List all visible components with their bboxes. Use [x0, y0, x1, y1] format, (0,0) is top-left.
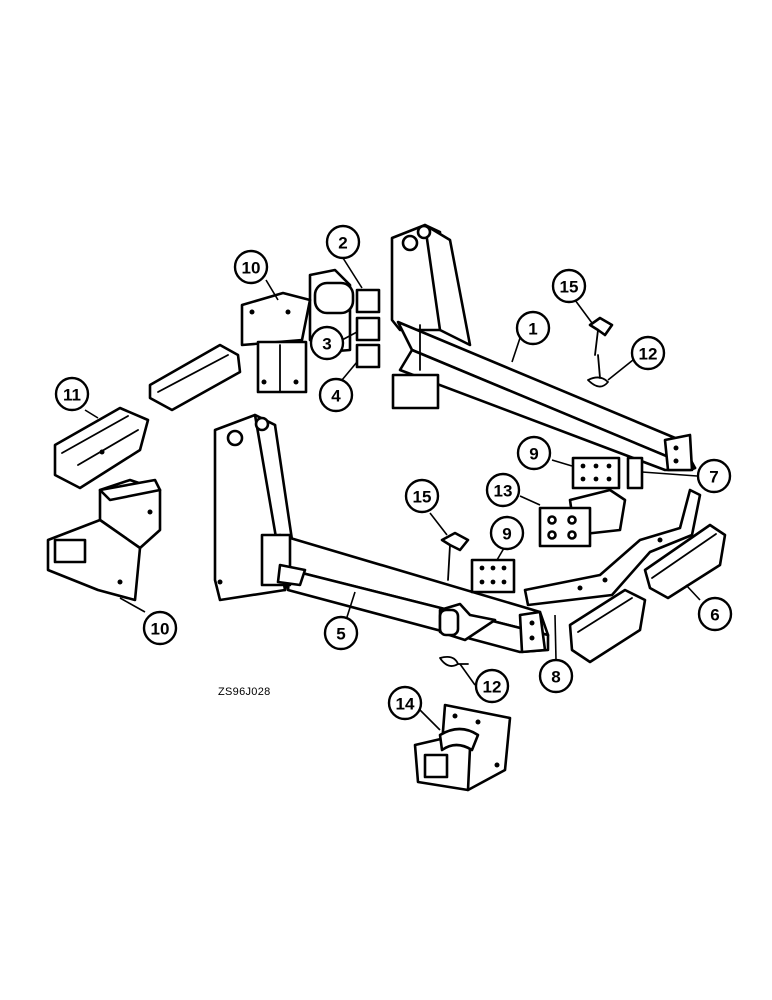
plate-part-9-mid — [470, 558, 516, 594]
callout-12-bottom: 12 — [474, 668, 510, 704]
callout-6: 6 — [697, 596, 733, 632]
frame-rail-part-5 — [213, 413, 550, 654]
callout-15-top: 15 — [551, 268, 587, 304]
leader-lines — [84, 257, 701, 731]
callout-15-mid: 15 — [404, 478, 440, 514]
clip-part-12-bottom — [439, 655, 469, 667]
callouts: 2 10 3 4 15 1 12 11 — [54, 224, 733, 721]
callout-1: 1 — [515, 310, 551, 346]
svg-text:12: 12 — [483, 678, 502, 697]
callout-4: 4 — [318, 377, 354, 413]
svg-text:8: 8 — [551, 668, 560, 687]
clip-part-12-top — [587, 354, 609, 388]
hitch-fitting — [438, 602, 497, 642]
curved-cover-plate — [148, 343, 242, 412]
svg-text:1: 1 — [528, 320, 537, 339]
callout-14: 14 — [387, 685, 423, 721]
svg-text:15: 15 — [560, 278, 579, 297]
frame-rail-part-1 — [390, 223, 697, 472]
adapter-plate-part-13 — [538, 488, 627, 548]
hitch-assembly-part-14 — [413, 703, 512, 792]
shim-plates-parts-2-3-4 — [355, 288, 381, 369]
callout-11: 11 — [54, 376, 90, 412]
svg-text:4: 4 — [331, 387, 341, 406]
callout-8: 8 — [538, 658, 574, 694]
svg-text:15: 15 — [413, 488, 432, 507]
svg-text:13: 13 — [494, 482, 513, 501]
callout-10-top: 10 — [233, 249, 269, 285]
svg-text:12: 12 — [639, 345, 658, 364]
plate-part-9-top — [571, 456, 621, 490]
channel-guard-part-11 — [53, 406, 150, 490]
svg-text:14: 14 — [396, 695, 415, 714]
callout-5: 5 — [323, 615, 359, 651]
side-guards-part-6 — [568, 523, 727, 664]
callout-13: 13 — [485, 472, 521, 508]
svg-text:5: 5 — [336, 625, 345, 644]
callout-9-mid: 9 — [489, 515, 525, 551]
callout-7: 7 — [696, 458, 732, 494]
drawing-reference-code: ZS96J028 — [218, 686, 271, 698]
callout-3: 3 — [309, 325, 345, 361]
svg-text:2: 2 — [338, 234, 347, 253]
svg-text:9: 9 — [502, 525, 511, 544]
pin-part-15-top — [588, 316, 614, 356]
svg-text:10: 10 — [151, 620, 170, 639]
mount-bracket-part-10-top — [240, 268, 355, 394]
pin-part-15-mid — [440, 531, 470, 581]
weight-block-part-10-bottom — [46, 478, 162, 602]
callout-9-top: 9 — [516, 435, 552, 471]
callout-2: 2 — [325, 224, 361, 260]
callout-10-bottom: 10 — [142, 610, 178, 646]
spacer-bar-part-7 — [626, 456, 644, 490]
svg-text:6: 6 — [710, 606, 719, 625]
svg-text:10: 10 — [242, 259, 261, 278]
callout-12-top: 12 — [630, 335, 666, 371]
svg-text:3: 3 — [322, 335, 331, 354]
svg-text:11: 11 — [63, 386, 81, 405]
svg-text:7: 7 — [709, 468, 718, 487]
cross-member-part-8 — [523, 488, 702, 607]
svg-text:9: 9 — [529, 445, 538, 464]
